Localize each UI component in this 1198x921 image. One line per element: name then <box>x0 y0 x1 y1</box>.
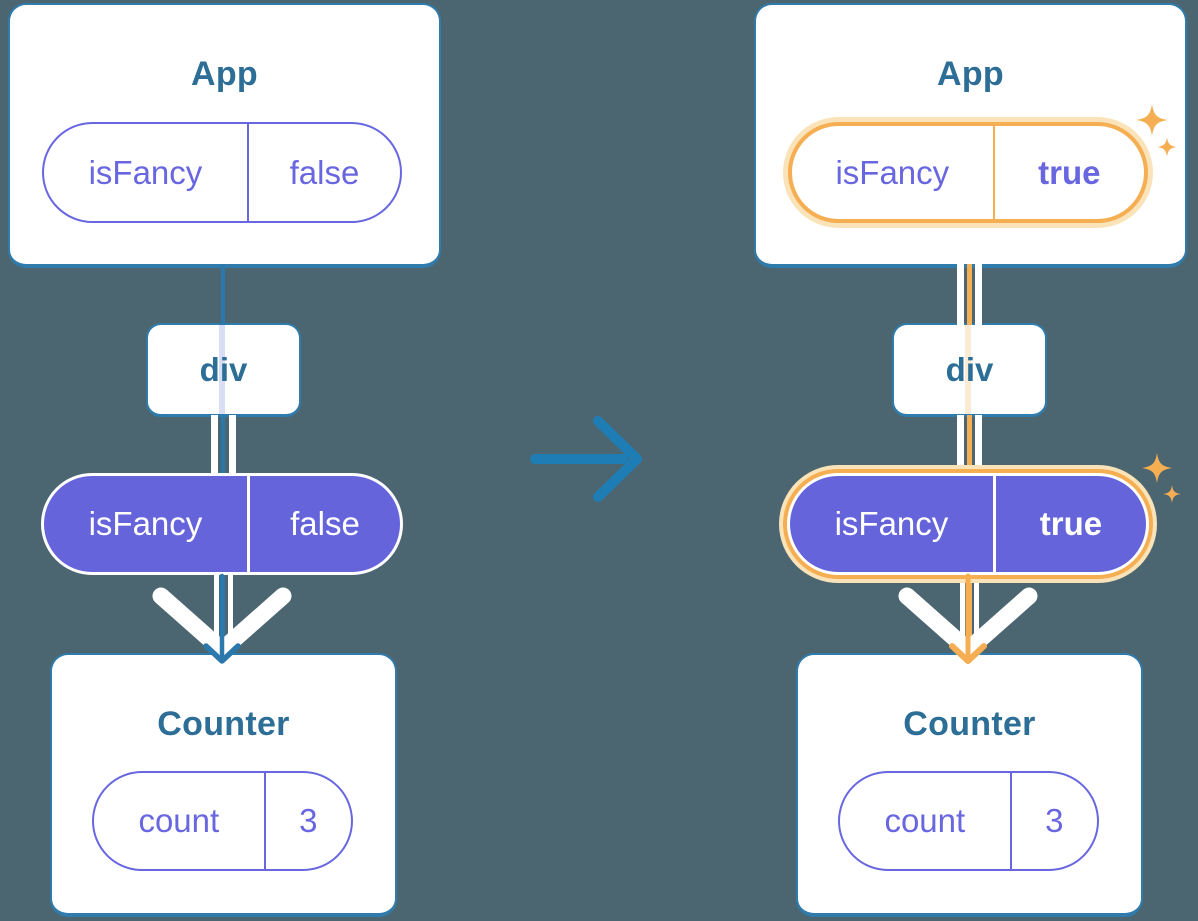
app-props-pill-highlighted: isFancy true <box>788 122 1148 223</box>
prop-name: isFancy <box>88 153 203 191</box>
tree-before: App isFancy false div isFancy false <box>0 0 452 921</box>
white-pipe-left <box>211 415 218 475</box>
prop-value: false <box>290 505 360 542</box>
prop-line-div-to-pill <box>957 415 982 475</box>
app-title: App <box>191 55 258 93</box>
counter-state-pill: count 3 <box>838 771 1099 871</box>
prop-line-div-to-pill <box>211 415 236 475</box>
pill-divider <box>992 476 996 572</box>
prop-value: true <box>1038 153 1101 191</box>
div-element-card: div <box>892 323 1047 417</box>
counter-title: Counter <box>903 705 1036 743</box>
sparkle-icon <box>1163 485 1181 503</box>
sparkle-icon <box>1136 104 1168 136</box>
white-pipe-right <box>228 573 233 645</box>
passed-prop-pill-highlighted: isFancy true <box>787 473 1149 575</box>
counter-title: Counter <box>157 705 290 743</box>
prop-passthrough-line <box>219 325 225 414</box>
down-arrow-icon <box>898 573 1038 664</box>
white-pipe-left <box>214 573 219 645</box>
pill-divider <box>992 126 995 219</box>
app-title: App <box>937 55 1004 93</box>
prop-value: true <box>1039 505 1103 542</box>
passed-prop-pill: isFancy false <box>41 473 403 575</box>
pill-divider <box>263 773 266 869</box>
prop-value: false <box>289 153 360 191</box>
prop-line <box>221 415 225 475</box>
sparkle-icon <box>1141 452 1173 484</box>
state-value: 3 <box>1045 802 1064 839</box>
div-element-card: div <box>146 323 301 417</box>
down-arrow-icon <box>152 573 292 664</box>
state-value: 3 <box>299 802 318 839</box>
counter-component-card: Counter count 3 <box>50 653 397 917</box>
prop-line-app-to-div <box>211 264 236 325</box>
white-pipe-left <box>960 573 965 645</box>
div-label: div <box>945 350 994 388</box>
counter-component-card: Counter count 3 <box>796 653 1143 917</box>
div-label: div <box>199 350 248 388</box>
sparkle-icon <box>1157 137 1177 157</box>
prop-line-app-to-div <box>957 264 982 325</box>
tree-after: App isFancy true div <box>746 0 1198 921</box>
state-name: count <box>884 802 966 839</box>
prop-passthrough-line <box>965 325 971 414</box>
pill-divider <box>246 476 250 572</box>
app-component-card: App isFancy false <box>8 3 441 268</box>
white-pipe-right <box>229 415 236 475</box>
prop-line <box>221 264 225 325</box>
white-pipe-left <box>957 415 964 475</box>
white-pipe-right <box>975 415 982 475</box>
prop-name: isFancy <box>834 505 949 542</box>
prop-line <box>967 264 972 325</box>
prop-line <box>967 415 972 475</box>
prop-name: isFancy <box>835 153 950 191</box>
transition-arrow-icon <box>530 416 642 502</box>
counter-state-pill: count 3 <box>92 771 353 871</box>
app-component-card: App isFancy true <box>754 3 1187 268</box>
prop-name: isFancy <box>88 505 203 542</box>
white-pipe-left <box>957 264 964 325</box>
pill-divider <box>1009 773 1012 869</box>
white-pipe-right <box>975 264 982 325</box>
state-name: count <box>138 802 220 839</box>
white-pipe-right <box>974 573 979 645</box>
app-props-pill: isFancy false <box>42 122 402 223</box>
pill-divider <box>246 124 249 221</box>
